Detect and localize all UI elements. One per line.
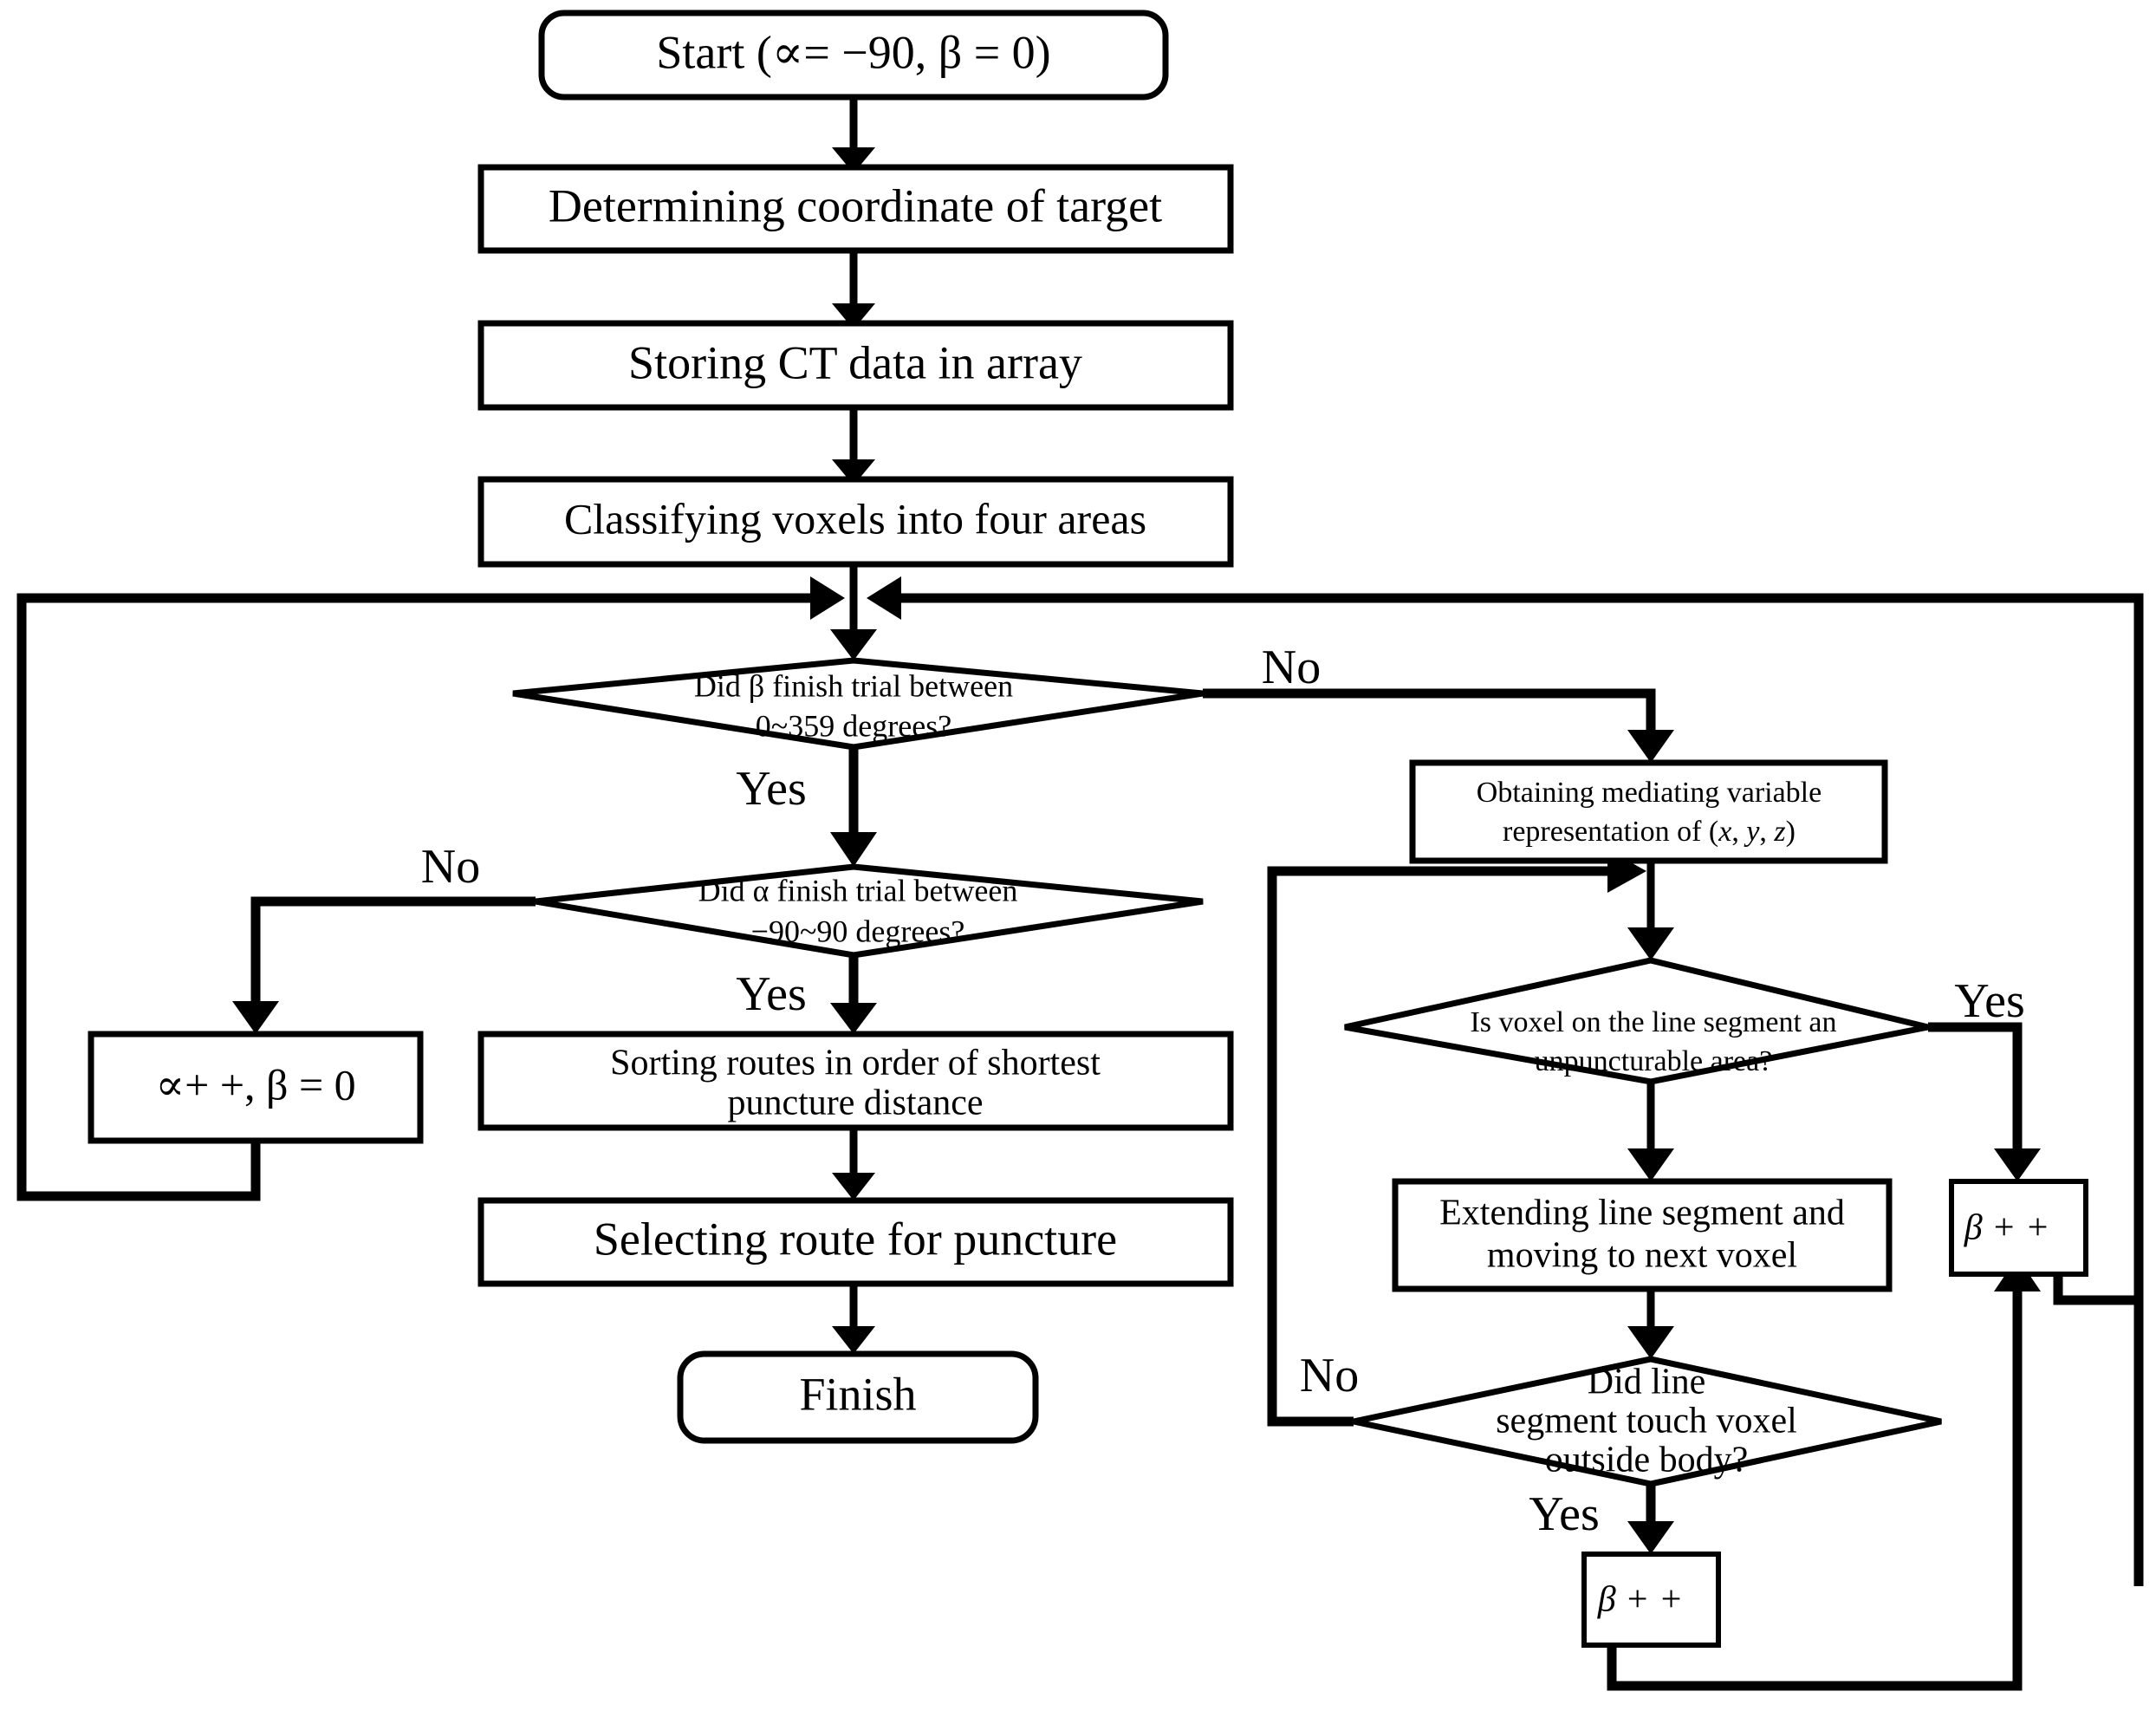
store-ct-label: Storing CT data in array <box>628 336 1082 388</box>
edge-beta-bottom-return <box>1607 1274 2023 1691</box>
sorting-routes-line1: Sorting routes in order of shortest <box>610 1044 1101 1083</box>
extend-segment-line2: moving to next voxel <box>1487 1236 1797 1276</box>
arrowhead-alpha-yes-to-sorting <box>830 1003 877 1034</box>
store-ct-shape <box>477 320 1234 411</box>
label-touch-outside-yes: Yes <box>1529 1487 1599 1541</box>
arrowhead-mediating-to-unpuncturable <box>1627 927 1674 960</box>
node-touch-outside[interactable]: Did line segment touch voxel outside bod… <box>1353 1356 1942 1487</box>
alpha-inc-label: ∝+ +, β = 0 <box>155 1060 355 1109</box>
mediating-line2-z: z <box>1773 816 1785 848</box>
node-selecting-route[interactable]: Selecting route for puncture <box>477 1197 1234 1287</box>
arrowhead-touch-yes-to-beta-bottom <box>1627 1521 1674 1554</box>
arrowhead-determine-to-store <box>832 303 875 329</box>
edge-touch-no-back-to-unpuncturable <box>1267 866 1610 1427</box>
finish-shape <box>677 1350 1039 1444</box>
node-alpha-inc[interactable]: ∝+ +, β = 0 <box>88 1031 424 1144</box>
arrowhead-unpuncturable-yes <box>1994 1148 2041 1181</box>
label-touch-outside-no: No <box>1300 1349 1359 1402</box>
determine-target-label: Determining coordinate of target <box>549 179 1162 231</box>
selecting-route-shape <box>477 1197 1234 1287</box>
arrowhead-store-to-classify <box>832 459 875 485</box>
edge-alpha-inc-return-to-beta <box>16 593 815 1201</box>
label-beta-trial-no: No <box>1262 641 1321 694</box>
arrowhead-beta-yes-to-alpha <box>830 832 877 867</box>
label-alpha-trial-yes: Yes <box>736 967 806 1021</box>
start-label: Start (∝= −90, β = 0) <box>656 26 1050 78</box>
arrowhead-right-return-merge <box>867 576 901 620</box>
node-beta-inc-right[interactable]: β + + <box>1949 1179 2088 1277</box>
edge-beta-right-return <box>2053 728 2144 1305</box>
arrowhead-start-to-determine <box>832 147 875 173</box>
alpha-trial-line1: Did α finish trial between <box>698 873 1018 908</box>
arrowhead-extend-to-touch <box>1627 1326 1674 1359</box>
edge-unpuncturable-yes-to-beta-right <box>1928 1022 2023 1153</box>
arrowhead-beta-no-to-mediating <box>1627 730 1674 763</box>
beta-inc-bottom-shape <box>1581 1552 1721 1648</box>
node-sorting-routes[interactable]: Sorting routes in order of shortest punc… <box>477 1031 1234 1131</box>
extend-segment-shape <box>1392 1178 1893 1292</box>
node-extend-segment[interactable]: Extending line segment and moving to nex… <box>1392 1178 1893 1292</box>
node-mediating-variable[interactable]: Obtaining mediating variable representat… <box>1409 759 1888 864</box>
alpha-inc-shape <box>88 1031 424 1144</box>
mediating-line2-y: y <box>1744 816 1760 848</box>
node-start[interactable]: Start (∝= −90, β = 0) <box>538 10 1169 101</box>
touch-outside-line3: outside body? <box>1545 1441 1748 1480</box>
node-beta-trial[interactable]: Did β finish trial between 0~359 degrees… <box>512 657 1204 751</box>
touch-outside-line1: Did line <box>1588 1363 1705 1402</box>
label-beta-trial-yes: Yes <box>736 762 806 816</box>
arrowhead-selecting-to-finish <box>832 1326 875 1354</box>
unpuncturable-line1: Is voxel on the line segment an <box>1470 1006 1836 1038</box>
mediating-line2-post: ) <box>1786 816 1796 848</box>
mediating-line2-x: x <box>1718 816 1731 848</box>
alpha-trial-line2: −90~90 degrees? <box>751 914 965 948</box>
selecting-route-label: Selecting route for puncture <box>594 1213 1117 1265</box>
finish-label: Finish <box>799 1368 916 1420</box>
unpuncturable-line2: unpuncturable area? <box>1535 1045 1773 1077</box>
arrowhead-sorting-to-selecting <box>832 1173 875 1200</box>
beta-trial-shape <box>512 657 1204 751</box>
mediating-line2-pre: representation of ( <box>1503 816 1718 848</box>
touch-outside-shape <box>1353 1356 1942 1487</box>
beta-inc-right-shape <box>1949 1179 2088 1277</box>
beta-trial-line2: 0~359 degrees? <box>756 708 951 743</box>
mediating-line2-c1: , <box>1731 816 1746 848</box>
node-determine-target[interactable]: Determining coordinate of target <box>477 164 1234 254</box>
extend-segment-line1: Extending line segment and <box>1439 1194 1845 1233</box>
arrowhead-unpuncturable-to-extend <box>1627 1148 1674 1181</box>
beta-inc-right-label: β + + <box>1964 1208 2050 1248</box>
touch-outside-line2: segment touch voxel <box>1496 1402 1797 1441</box>
arrowhead-alpha-no-to-alpha-inc <box>232 1001 279 1034</box>
mediating-variable-line1: Obtaining mediating variable <box>1477 777 1822 809</box>
mediating-variable-shape <box>1409 759 1888 864</box>
node-beta-inc-bottom[interactable]: β + + <box>1581 1552 1721 1648</box>
mediating-line2-c2: , <box>1759 816 1774 848</box>
beta-inc-bottom-label: β + + <box>1597 1580 1684 1620</box>
edge-labels: No Yes No Yes Yes No Yes <box>421 641 2025 1541</box>
node-classify-voxels[interactable]: Classifying voxels into four areas <box>477 476 1234 568</box>
label-unpuncturable-yes: Yes <box>1954 974 2024 1028</box>
arrowhead-classify-to-beta <box>830 629 877 660</box>
sorting-routes-line2: puncture distance <box>727 1083 983 1123</box>
classify-voxels-label: Classifying voxels into four areas <box>564 494 1146 543</box>
node-alpha-trial[interactable]: Did α finish trial between −90~90 degree… <box>535 863 1204 959</box>
edge-beta-no-to-mediating <box>1203 688 1656 735</box>
connectors <box>16 97 2144 1691</box>
alpha-trial-shape <box>535 863 1204 959</box>
edge-alpha-no-to-alpha-inc <box>250 896 536 1005</box>
unpuncturable-shape <box>1344 957 1929 1085</box>
beta-trial-line1: Did β finish trial between <box>694 668 1013 703</box>
label-alpha-trial-no: No <box>421 840 480 894</box>
node-store-ct[interactable]: Storing CT data in array <box>477 320 1234 411</box>
node-unpuncturable[interactable]: Is voxel on the line segment an unpunctu… <box>1344 957 1929 1085</box>
sorting-routes-shape <box>477 1031 1234 1131</box>
node-finish[interactable]: Finish <box>677 1350 1039 1444</box>
arrowhead-left-return-merge <box>810 576 845 620</box>
determine-target-shape <box>477 164 1234 254</box>
start-shape <box>538 10 1169 101</box>
mediating-variable-line2: representation of (x, y, z) <box>1503 816 1796 848</box>
classify-voxels-shape <box>477 476 1234 568</box>
